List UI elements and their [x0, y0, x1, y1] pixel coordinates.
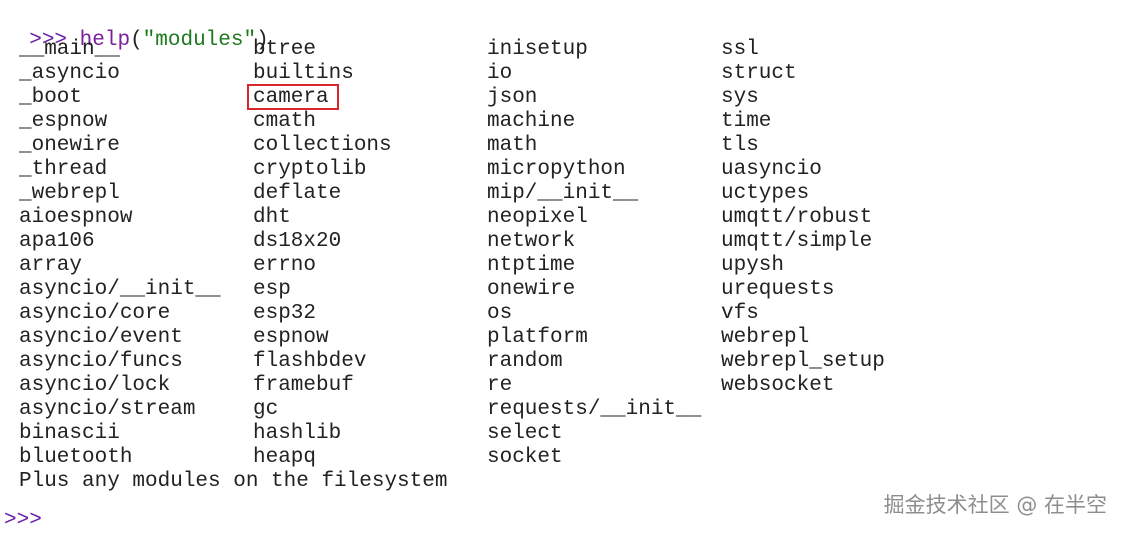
empty-cell — [721, 446, 955, 470]
module-name: framebuf — [253, 374, 354, 397]
module-name: neopixel — [487, 206, 588, 229]
module-name: collections — [253, 134, 392, 157]
module-name: upysh — [721, 254, 785, 277]
command-line: >>> help("modules") — [4, 2, 268, 52]
module-name: flashbdev — [253, 350, 367, 373]
module-name: vfs — [721, 302, 759, 325]
module-name: uctypes — [721, 182, 810, 205]
module-name: _webrepl — [19, 182, 120, 205]
module-name: sys — [721, 86, 759, 109]
module-name: asyncio/lock — [19, 374, 171, 397]
module-name: onewire — [487, 278, 576, 301]
module-name: re — [487, 374, 513, 397]
module-name: inisetup — [487, 38, 588, 61]
prompt-symbol: >>> — [29, 29, 68, 52]
module-name: requests/__init__ — [487, 398, 702, 421]
module-name: dht — [253, 206, 291, 229]
module-name: errno — [253, 254, 317, 277]
module-name: tls — [721, 134, 759, 157]
command-open-paren: ( — [130, 29, 143, 52]
module-name: espnow — [253, 326, 329, 349]
module-name: builtins — [253, 62, 354, 85]
module-name: btree — [253, 38, 317, 61]
command-function: help — [79, 29, 131, 52]
module-name: struct — [721, 62, 797, 85]
footer-note: Plus any modules on the filesystem — [19, 470, 448, 493]
module-name: io — [487, 62, 513, 85]
module-name: _onewire — [19, 134, 120, 157]
module-name: json — [487, 86, 538, 109]
module-name: apa106 — [19, 230, 95, 253]
module-name: time — [721, 110, 772, 133]
module-name: cmath — [253, 110, 317, 133]
module-name: ssl — [721, 38, 759, 61]
module-name: platform — [487, 326, 588, 349]
command-close-paren: ) — [256, 29, 269, 52]
module-name: websocket — [721, 374, 835, 397]
module-name: webrepl_setup — [721, 350, 885, 373]
module-name: esp — [253, 278, 291, 301]
module-name: os — [487, 302, 513, 325]
module-name: uasyncio — [721, 158, 822, 181]
module-name: network — [487, 230, 576, 253]
module-name: array — [19, 254, 83, 277]
module-name: machine — [487, 110, 576, 133]
module-name: asyncio/core — [19, 302, 171, 325]
watermark: 掘金技术社区 @ 在半空 — [883, 493, 1107, 517]
module-name: asyncio/funcs — [19, 350, 183, 373]
module-name: _asyncio — [19, 62, 120, 85]
module-name: asyncio/__init__ — [19, 278, 221, 301]
module-name: bluetooth — [19, 446, 133, 469]
module-name: mip/__init__ — [487, 182, 639, 205]
module-name: micropython — [487, 158, 626, 181]
module-name: asyncio/stream — [19, 398, 196, 421]
module-name: binascii — [19, 422, 120, 445]
empty-cell — [721, 398, 955, 422]
module-name: _espnow — [19, 110, 108, 133]
module-name: gc — [253, 398, 279, 421]
module-name: ds18x20 — [253, 230, 342, 253]
module-name: math — [487, 134, 538, 157]
module-name: _boot — [19, 86, 83, 109]
module-name: select — [487, 422, 563, 445]
module-name: aioespnow — [19, 206, 133, 229]
module-list: __main__ btree inisetup ssl _asyncio builtins… — [19, 38, 955, 470]
command-argument: "modules" — [142, 29, 257, 52]
module-name: deflate — [253, 182, 342, 205]
module-name: urequests — [721, 278, 835, 301]
module-name: asyncio/event — [19, 326, 183, 349]
module-name: hashlib — [253, 422, 342, 445]
module-name: random — [487, 350, 563, 373]
module-name: cryptolib — [253, 158, 367, 181]
module-name: _thread — [19, 158, 108, 181]
module-name: heapq — [253, 446, 317, 469]
input-prompt[interactable]: >>> — [4, 509, 42, 532]
module-name: webrepl — [721, 326, 810, 349]
module-name: ntptime — [487, 254, 576, 277]
module-name: socket — [487, 446, 563, 469]
module-name: umqtt/robust — [721, 206, 873, 229]
module-name-highlighted: camera — [247, 84, 487, 110]
empty-cell — [721, 422, 955, 446]
module-name: umqtt/simple — [721, 230, 873, 253]
module-name: esp32 — [253, 302, 317, 325]
module-name: __main__ — [19, 38, 120, 61]
